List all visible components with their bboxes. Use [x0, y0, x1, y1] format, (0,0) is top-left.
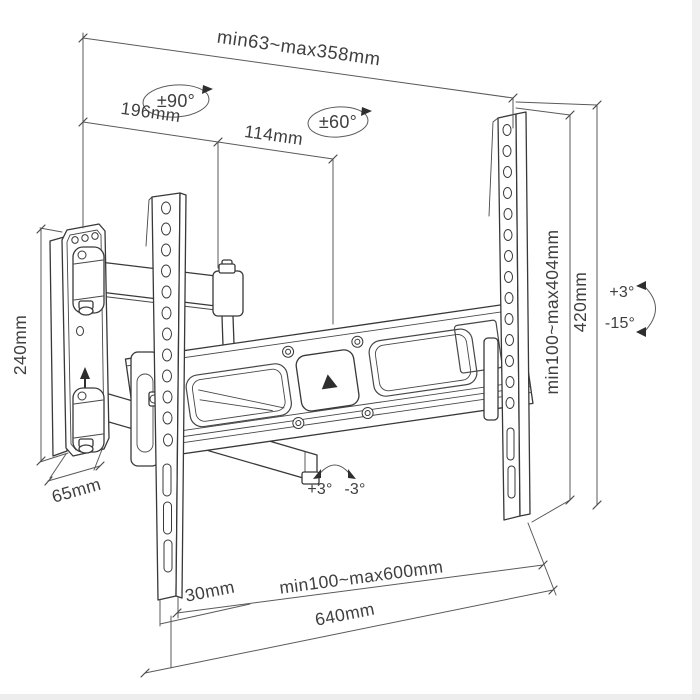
- rail-cutout-left: [185, 363, 292, 428]
- plate-screws: [282, 335, 374, 430]
- level-arrow-right-icon: [348, 469, 356, 479]
- slot-hole: [76, 326, 84, 336]
- dim-bottom-widths: 30mm min100~max600mm 640mm: [140, 522, 558, 678]
- swivel-90-indicator: ±90°: [142, 84, 213, 118]
- tilt-bracket: [130, 351, 160, 467]
- bottom-hinge: [72, 387, 105, 454]
- dim-right-heights: min100~max404mm 420mm: [515, 100, 602, 523]
- mount-hole: [81, 234, 89, 242]
- rail-cutout-small: [453, 319, 503, 374]
- dim-label-114: 114mm: [243, 121, 304, 149]
- level-adjust-indicator: +3° -3°: [307, 464, 365, 498]
- level-minus-label: -3°: [344, 481, 365, 498]
- dim-label-640: 640mm: [313, 599, 376, 630]
- dim-label-30: 30mm: [183, 577, 236, 606]
- rotate-arrow-icon: [361, 107, 372, 116]
- tilt-indicator: +3° -15°: [605, 281, 656, 337]
- swivel-60-indicator: ±60°: [307, 106, 372, 138]
- dim-label-extension-range: min63~max358mm: [216, 26, 382, 70]
- dim-extension-range: min63~max358mm: [78, 26, 518, 229]
- right-rail-holes: [502, 124, 516, 499]
- rotate-arrow-icon: [202, 85, 213, 94]
- right-rail-bracket: [483, 337, 499, 421]
- top-hinge: [72, 246, 105, 316]
- center-vesa-plate: [282, 335, 374, 430]
- image-edge-right: [692, 0, 700, 700]
- level-arrow-left-icon: [313, 469, 321, 479]
- level-plus-label: +3°: [307, 481, 332, 498]
- left-vesa-rail: [145, 192, 187, 601]
- mount-hole: [91, 232, 99, 240]
- dim-label-404: min100~max404mm: [542, 229, 562, 394]
- swivel-60-label: ±60°: [319, 112, 357, 132]
- tilt-down-label: -15°: [605, 315, 635, 332]
- dim-label-240: 240mm: [10, 315, 30, 375]
- right-vesa-rail: [488, 111, 531, 521]
- dim-plate-height: 240mm: [10, 224, 69, 466]
- tilt-arrow-up-icon: [636, 281, 646, 290]
- main-rail: [124, 301, 534, 461]
- tilt-up-label: +3°: [609, 284, 634, 301]
- vesa-plate-arrow-icon: [321, 374, 338, 390]
- left-rail-holes: [161, 201, 173, 573]
- wall-plate: [61, 223, 110, 457]
- dim-label-420: 420mm: [570, 272, 590, 332]
- rail-cutout-right: [368, 328, 478, 397]
- mount-hole: [71, 236, 79, 244]
- swivel-90-label: ±90°: [157, 91, 195, 111]
- arm-pivot-block: [212, 270, 244, 317]
- tilt-arrow-down-icon: [636, 327, 646, 337]
- dim-label-600: min100~max600mm: [278, 556, 444, 597]
- image-edge-bottom: [0, 694, 700, 700]
